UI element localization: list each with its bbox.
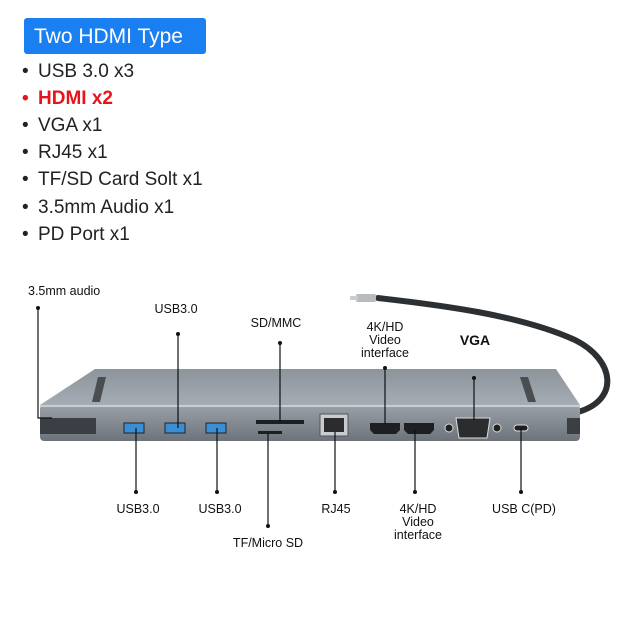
hdmi-port-icon [404, 423, 434, 434]
label-usb-bottom-1: USB3.0 [116, 502, 160, 516]
label-tf: TF/Micro SD [232, 536, 304, 550]
label-vga: VGA [459, 332, 491, 348]
label-rj45: RJ45 [321, 502, 351, 516]
product-type-badge: Two HDMI Type [24, 18, 206, 54]
usb-port-icon [164, 422, 186, 434]
feature-item: •RJ45 x1 [22, 142, 108, 163]
screw-icon [444, 423, 454, 433]
feature-item-highlighted: •HDMI x2 [22, 88, 113, 109]
usb-port-icon [205, 422, 227, 434]
usb-port-icon [123, 422, 145, 434]
feature-item: •TF/SD Card Solt x1 [22, 169, 203, 190]
rubber-foot-icon [92, 377, 106, 402]
callout-lines [37, 308, 522, 526]
label-audio: 3.5mm audio [28, 284, 101, 298]
feature-item: •VGA x1 [22, 115, 103, 136]
usb-c-plug [356, 294, 376, 302]
hub-front-face [40, 405, 580, 441]
label-usb-top: USB3.0 [154, 302, 198, 316]
usb-c-cable [375, 295, 611, 415]
rubber-foot-icon [520, 377, 536, 402]
tf-slot-icon [258, 431, 282, 434]
callout-dots [36, 306, 523, 528]
hub-top-face [40, 369, 580, 405]
label-usb-bottom-2: USB3.0 [198, 502, 242, 516]
screw-icon [492, 423, 502, 433]
feature-item: •USB 3.0 x3 [22, 61, 135, 82]
vga-port-icon [455, 417, 491, 439]
hdmi-port-icon [370, 423, 400, 434]
label-sdmmc: SD/MMC [250, 316, 302, 330]
feature-item: •PD Port x1 [22, 224, 130, 245]
label-usbc: USB C(PD) [492, 502, 556, 516]
feature-item: •3.5mm Audio x1 [22, 197, 175, 218]
